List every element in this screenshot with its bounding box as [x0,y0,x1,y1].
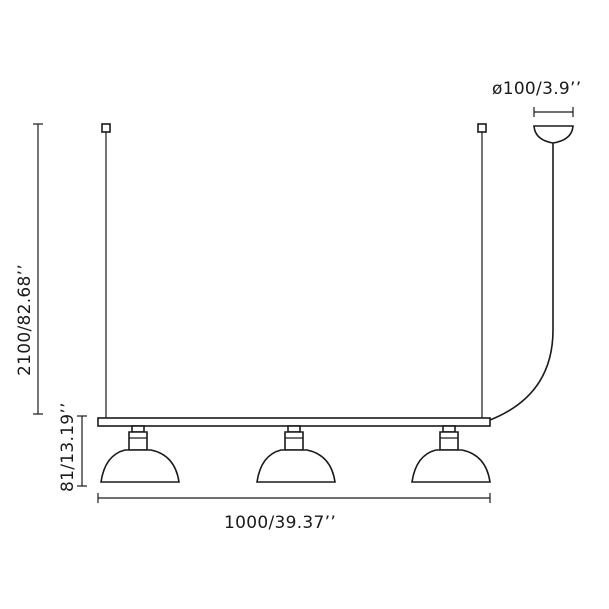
canopy-diameter-dimension: ø100/3.9’’ [492,79,581,117]
right-suspension [477,123,487,418]
width-dimension: 1000/39.37’’ [97,493,491,533]
shade-height-dimension: 81/13.19’’ [58,402,87,492]
width-label: 1000/39.37’’ [224,513,336,533]
total-height-dimension: 2100/82.68’’ [15,123,43,415]
lamp-bar [97,417,491,427]
lamp-shade-3 [411,425,491,483]
left-suspension [101,123,111,418]
power-cable [489,143,554,421]
shade-height-label: 81/13.19’’ [58,402,78,492]
lamp-shade-2 [256,425,336,483]
total-height-label: 2100/82.68’’ [15,264,35,376]
lamp-shade-1 [100,425,180,483]
ceiling-canopy [533,125,574,144]
canopy-diameter-label: ø100/3.9’’ [492,79,581,99]
